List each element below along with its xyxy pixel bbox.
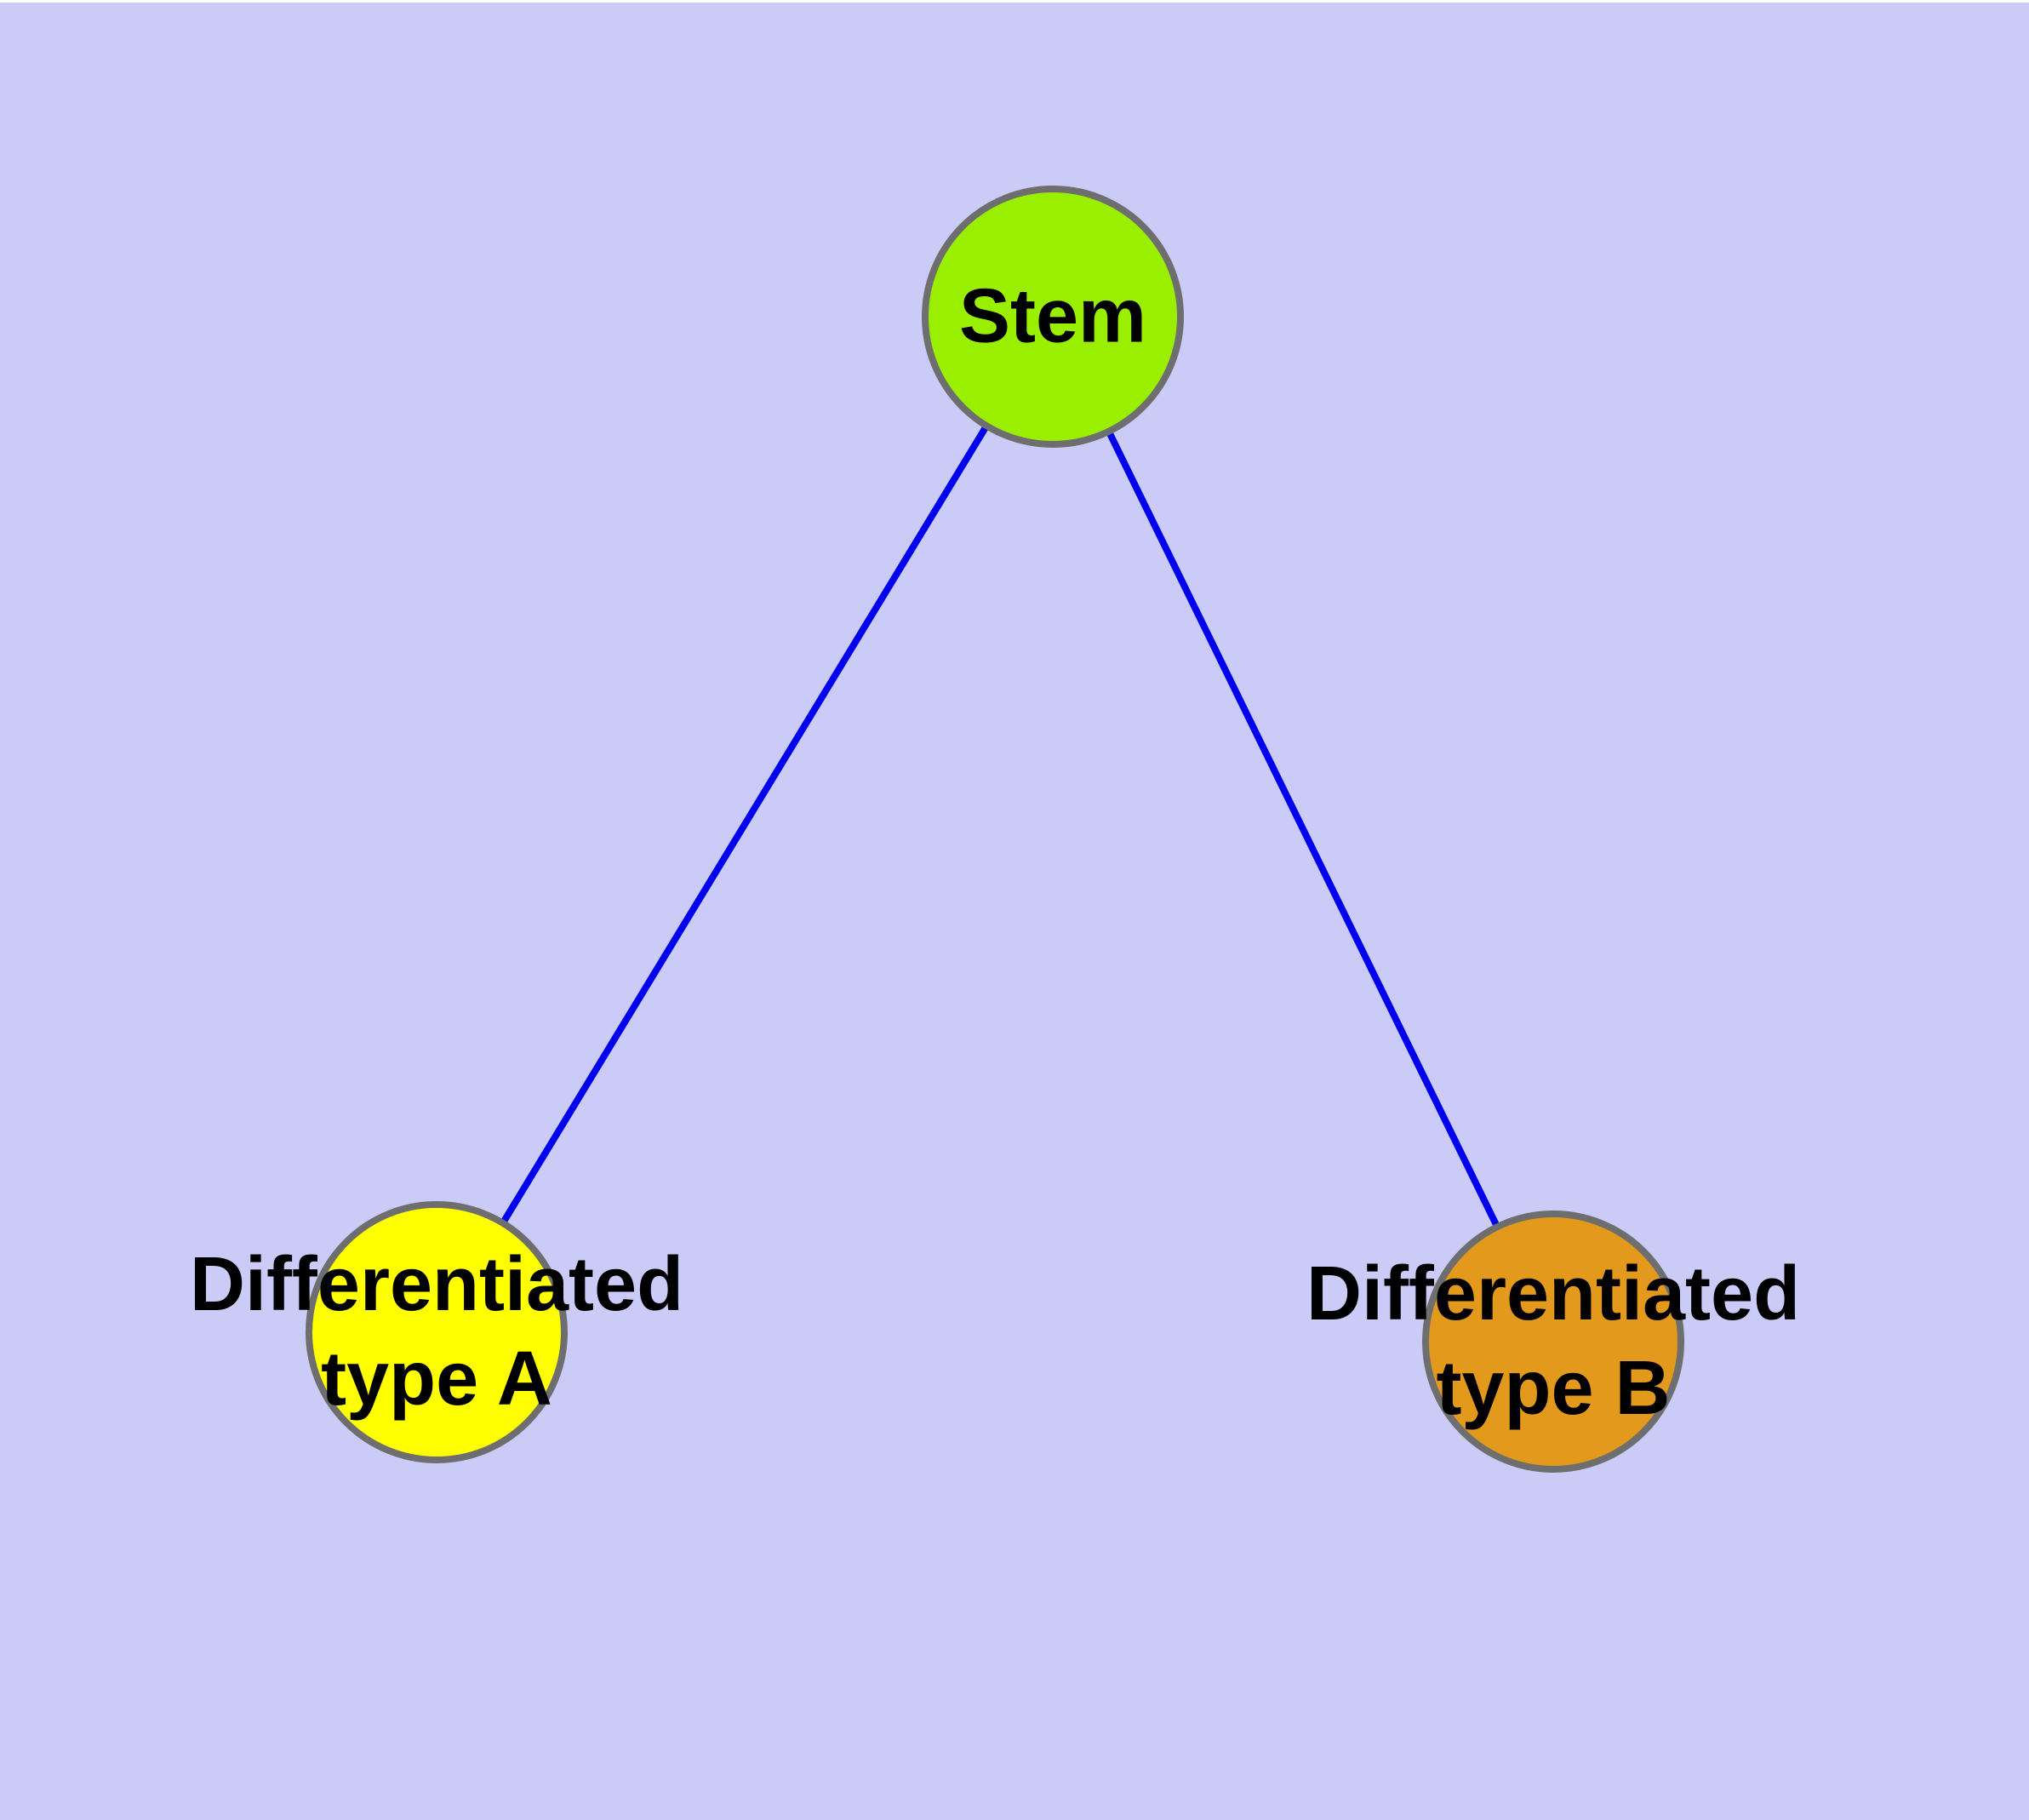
- node-label-type-a-line1: Differentiated: [189, 1242, 684, 1327]
- edge-stem-to-type-a: [433, 314, 1056, 1335]
- node-type-b-circle: [1422, 1210, 1684, 1473]
- top-margin-strip: [0, 0, 2029, 3]
- node-label-stem: Stem: [959, 270, 1146, 364]
- node-label-type-a: Differentiated type A: [190, 1238, 683, 1427]
- node-label-type-b: Differentiated type B: [1306, 1247, 1800, 1436]
- node-type-a-circle: [306, 1201, 568, 1463]
- edge-stem-to-type-b: [1049, 315, 1557, 1343]
- node-label-type-b-line1: Differentiated: [1306, 1251, 1801, 1336]
- node-label-type-a-line2: type A: [321, 1336, 552, 1422]
- node-label-stem-text: Stem: [958, 273, 1147, 359]
- node-stem-circle: [922, 186, 1184, 448]
- node-label-type-b-line2: type B: [1436, 1346, 1671, 1431]
